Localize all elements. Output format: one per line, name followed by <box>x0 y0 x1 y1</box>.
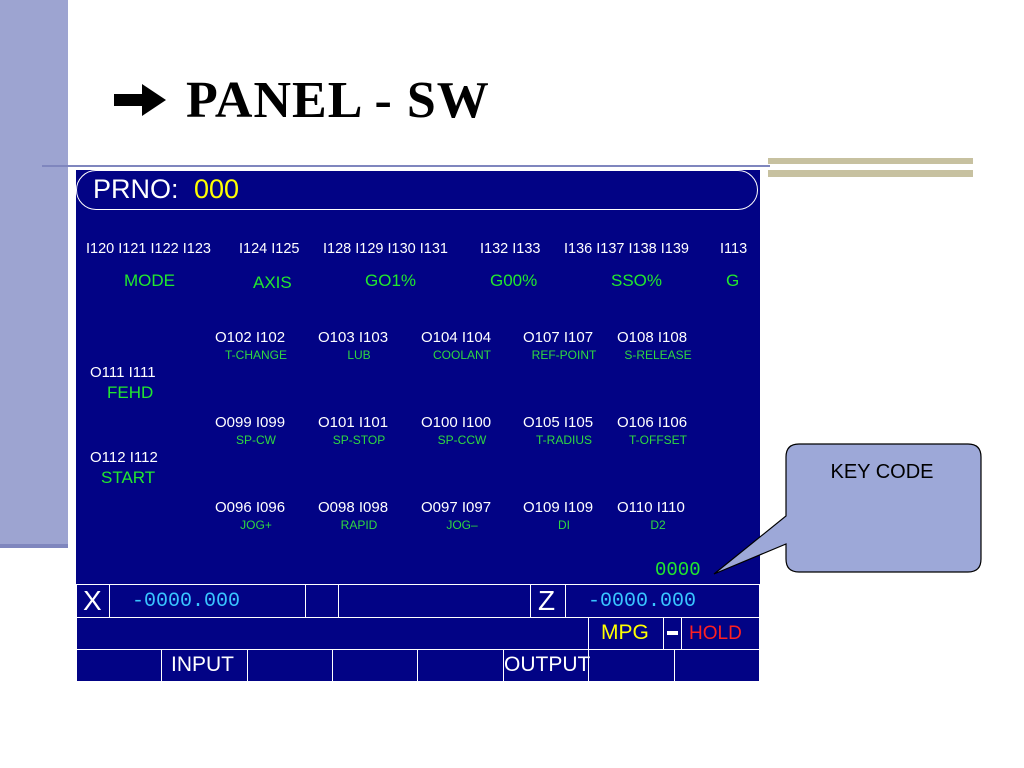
io-codes-sp-stop: O101 I101 <box>318 414 389 431</box>
io-codes-lub: O103 I103 <box>318 329 389 346</box>
key-start[interactable]: START <box>101 468 156 487</box>
key-s-release[interactable]: S-RELEASE <box>624 348 692 362</box>
slide-left-bar-foot <box>0 544 68 548</box>
selector-mode[interactable]: MODE <box>124 271 175 290</box>
key-jog-plus[interactable]: JOG+ <box>240 518 272 532</box>
io-codes-t-radius: O105 I105 <box>523 414 594 431</box>
key-ref-point[interactable]: REF-POINT <box>531 348 597 362</box>
key-code-readout: 0000 <box>655 559 701 581</box>
status-table: X -0000.000 Z -0000.000 MPG HOLD INPUT O… <box>76 584 760 682</box>
x-axis-label: X <box>83 585 102 616</box>
selector-g01-override[interactable]: GO1% <box>365 271 417 290</box>
io-codes-sso: I136 I137 I138 I139 <box>564 241 689 257</box>
io-codes-t-offset: O106 I106 <box>617 414 688 431</box>
slide-title-text: PANEL - SW <box>186 71 490 129</box>
softkey-output-label: OUTPUT <box>504 653 591 676</box>
io-codes-s-release: O108 I108 <box>617 329 688 346</box>
io-codes-coolant: O104 I104 <box>421 329 492 346</box>
softkey-5[interactable] <box>417 649 504 682</box>
program-number-value: 000 <box>194 174 240 204</box>
key-fehd[interactable]: FEHD <box>107 383 154 402</box>
cnc-panel-screen: PRNO: 000 I120 I121 I122 I123 MODE I124 … <box>76 170 760 584</box>
io-codes-sp-cw: O099 I099 <box>215 414 286 431</box>
z-axis-value: -0000.000 <box>588 590 697 613</box>
selector-g00-override[interactable]: G00% <box>490 271 538 290</box>
slide-title: PANEL - SW <box>112 68 490 132</box>
mode-separator-cell <box>663 617 682 650</box>
key-coolant[interactable]: COOLANT <box>432 348 491 362</box>
x-axis-label-cell: X <box>76 584 110 618</box>
z-axis-label: Z <box>538 585 556 616</box>
mpg-indicator: MPG <box>601 621 649 644</box>
slide-rule-accent-bottom <box>768 170 973 177</box>
softkey-7[interactable] <box>588 649 675 682</box>
selector-axis[interactable]: AXIS <box>253 273 292 292</box>
status-cell-empty-1 <box>305 584 339 618</box>
selector-spindle-override[interactable]: SSO% <box>611 271 663 290</box>
slide-rule-accent-top <box>768 158 973 164</box>
program-number-bar: PRNO: 000 <box>76 170 758 210</box>
io-codes-mode: I120 I121 I122 I123 <box>86 241 211 257</box>
io-codes-ref-point: O107 I107 <box>523 329 594 346</box>
io-codes-g: I113 <box>720 241 748 257</box>
io-codes-d2: O110 I110 <box>617 499 685 516</box>
key-lub[interactable]: LUB <box>347 348 371 362</box>
z-axis-value-cell: -0000.000 <box>565 584 760 618</box>
status-cell-message <box>76 617 589 650</box>
right-arrow-icon <box>114 84 166 116</box>
slide-rule-line <box>42 165 770 167</box>
hold-indicator: HOLD <box>689 623 742 644</box>
io-codes-t-change: O102 I102 <box>215 329 286 346</box>
mode-separator-dash <box>667 631 678 635</box>
slide-left-bar <box>0 0 68 547</box>
key-sp-ccw[interactable]: SP-CCW <box>437 433 487 447</box>
key-t-change[interactable]: T-CHANGE <box>224 348 287 362</box>
key-d2[interactable]: D2 <box>650 518 666 532</box>
io-codes-sp-ccw: O100 I100 <box>421 414 492 431</box>
softkey-8[interactable] <box>674 649 760 682</box>
key-t-offset[interactable]: T-OFFSET <box>629 433 687 447</box>
io-codes-g00: I132 I133 <box>480 241 541 257</box>
hold-cell: HOLD <box>681 617 760 650</box>
x-axis-value-cell: -0000.000 <box>109 584 306 618</box>
softkey-input-label: INPUT <box>171 653 234 676</box>
io-codes-jog-minus: O097 I097 <box>421 499 492 516</box>
softkey-4[interactable] <box>332 649 418 682</box>
key-code-callout <box>713 443 982 575</box>
key-rapid[interactable]: RAPID <box>340 518 378 532</box>
z-axis-label-cell: Z <box>530 584 566 618</box>
io-codes-rapid: O098 I098 <box>318 499 389 516</box>
softkey-3[interactable] <box>247 649 333 682</box>
program-number-label: PRNO: <box>93 174 179 204</box>
softkey-input[interactable]: INPUT <box>161 649 248 682</box>
io-codes-start: O112 I112 <box>90 449 158 466</box>
io-codes-jog-plus: O096 I096 <box>215 499 286 516</box>
key-jog-minus[interactable]: JOG– <box>446 518 478 532</box>
io-codes-fehd: O111 I111 <box>90 364 156 381</box>
io-codes-d1: O109 I109 <box>523 499 594 516</box>
key-t-radius[interactable]: T-RADIUS <box>535 433 592 447</box>
mpg-cell: MPG <box>588 617 664 650</box>
key-sp-cw[interactable]: SP-CW <box>236 433 276 447</box>
status-cell-empty-2 <box>338 584 531 618</box>
x-axis-value: -0000.000 <box>132 590 241 613</box>
selector-g[interactable]: G <box>726 271 740 290</box>
softkey-1[interactable] <box>76 649 162 682</box>
key-sp-stop[interactable]: SP-STOP <box>332 433 386 447</box>
key-d1[interactable]: DI <box>558 518 570 532</box>
softkey-output[interactable]: OUTPUT <box>503 649 591 682</box>
callout-label: KEY CODE <box>830 461 934 483</box>
io-codes-g01: I128 I129 I130 I131 <box>323 241 448 257</box>
io-codes-axis: I124 I125 <box>239 241 300 257</box>
